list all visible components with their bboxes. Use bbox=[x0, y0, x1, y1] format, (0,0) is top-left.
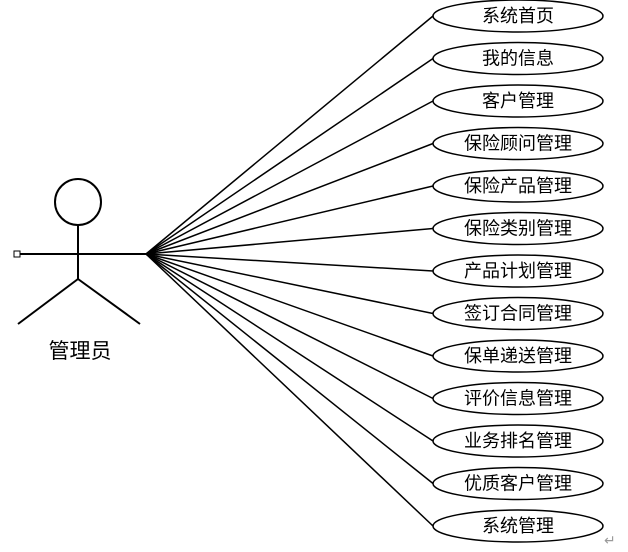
use-case: 业务排名管理 bbox=[432, 424, 604, 458]
actor-head bbox=[54, 178, 102, 226]
actor-connector-handle bbox=[13, 250, 21, 258]
use-case-label: 系统首页 bbox=[482, 6, 554, 27]
association-lines bbox=[145, 15, 434, 527]
use-case-ellipse bbox=[432, 466, 604, 501]
association-line bbox=[145, 100, 434, 255]
association-line bbox=[145, 253, 434, 485]
actor: 管理员 bbox=[13, 178, 146, 363]
use-case: 优质客户管理 bbox=[432, 466, 604, 501]
use-case-label: 产品计划管理 bbox=[464, 261, 572, 282]
use-case-ellipse bbox=[432, 254, 604, 288]
use-case: 我的信息 bbox=[432, 41, 604, 76]
use-case-label: 保险顾问管理 bbox=[464, 134, 572, 155]
association-line bbox=[145, 57, 434, 255]
association-line bbox=[145, 227, 434, 255]
use-case: 产品计划管理 bbox=[432, 254, 604, 288]
use-case-list: 系统首页我的信息客户管理保险顾问管理保险产品管理保险类别管理产品计划管理签订合同… bbox=[432, 0, 604, 543]
use-case-ellipse bbox=[432, 381, 604, 416]
use-case-label: 保险类别管理 bbox=[464, 219, 572, 240]
actor-label: 管理员 bbox=[49, 339, 112, 363]
use-case-ellipse bbox=[432, 296, 604, 331]
association-line bbox=[145, 253, 434, 272]
use-case-ellipse bbox=[432, 169, 604, 203]
use-case-ellipse bbox=[432, 84, 604, 118]
use-case-ellipse bbox=[432, 0, 604, 33]
use-case: 保险顾问管理 bbox=[432, 126, 604, 161]
use-case-label: 签订合同管理 bbox=[464, 304, 572, 325]
use-case-label: 我的信息 bbox=[482, 49, 554, 70]
association-line bbox=[145, 253, 434, 527]
use-case-label: 客户管理 bbox=[482, 91, 554, 112]
use-case: 签订合同管理 bbox=[432, 296, 604, 331]
use-case-ellipse bbox=[432, 126, 604, 161]
use-case-ellipse bbox=[432, 211, 604, 246]
actor-left-leg bbox=[17, 278, 79, 325]
use-case-ellipse bbox=[432, 424, 604, 458]
association-line bbox=[145, 15, 434, 255]
use-case-label: 系统管理 bbox=[482, 516, 554, 537]
use-case-label: 评价信息管理 bbox=[464, 389, 572, 410]
use-case: 保险产品管理 bbox=[432, 169, 604, 203]
association-line bbox=[145, 253, 434, 357]
use-case-ellipse bbox=[432, 509, 604, 543]
use-case: 系统首页 bbox=[432, 0, 604, 33]
use-case-label: 业务排名管理 bbox=[464, 431, 572, 452]
use-case: 评价信息管理 bbox=[432, 381, 604, 416]
paragraph-mark: ↵ bbox=[604, 533, 616, 549]
use-case: 系统管理 bbox=[432, 509, 604, 543]
use-case-label: 保单递送管理 bbox=[464, 346, 572, 367]
association-line bbox=[145, 142, 434, 255]
use-case-ellipse bbox=[432, 41, 604, 76]
association-line bbox=[145, 253, 434, 442]
use-case: 保单递送管理 bbox=[432, 339, 604, 373]
use-case-label: 优质客户管理 bbox=[464, 474, 572, 495]
actor-right-leg bbox=[77, 278, 141, 325]
association-line bbox=[145, 253, 434, 400]
use-case: 保险类别管理 bbox=[432, 211, 604, 246]
use-case-label: 保险产品管理 bbox=[464, 176, 572, 197]
use-case: 客户管理 bbox=[432, 84, 604, 118]
association-line bbox=[145, 253, 434, 315]
use-case-ellipse bbox=[432, 339, 604, 373]
association-line bbox=[145, 185, 434, 255]
